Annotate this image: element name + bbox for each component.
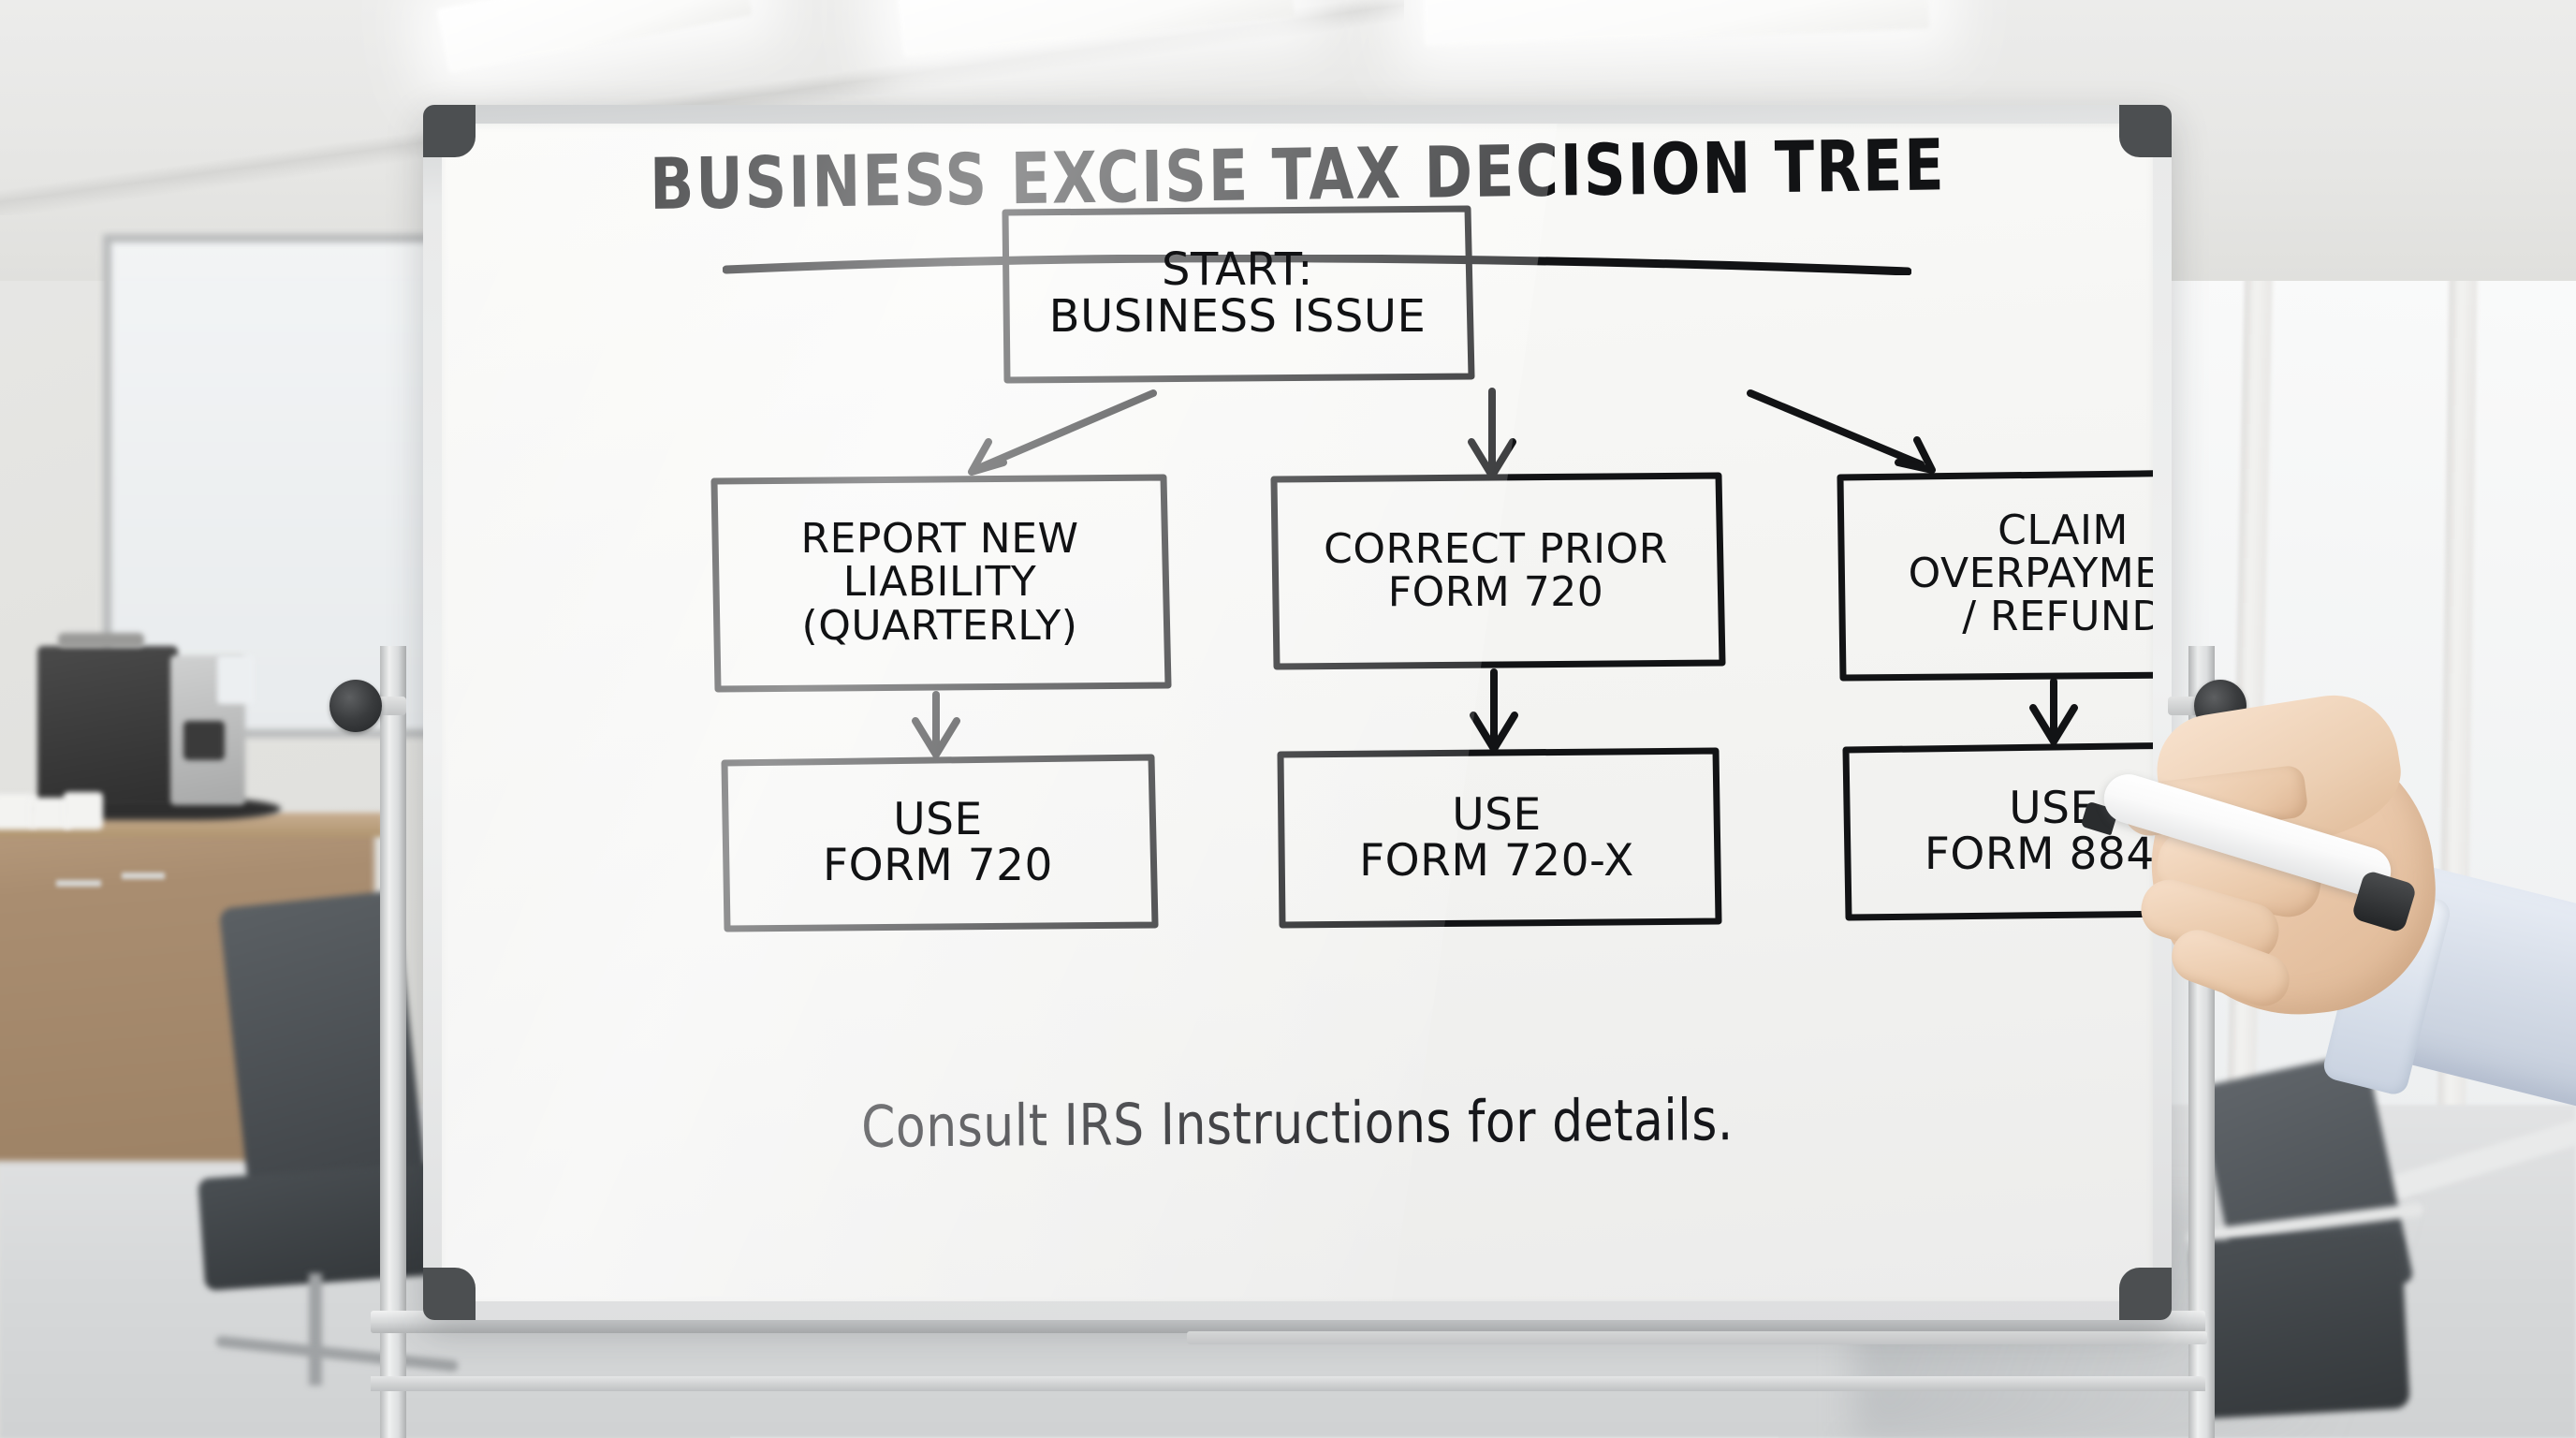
stand-crossbar	[371, 1376, 2205, 1391]
node-result-label: USE FORM 720-X	[1359, 788, 1634, 887]
node-result-label: USE FORM 8849	[1924, 782, 2153, 880]
coffee-cup	[0, 794, 36, 829]
node-result-form-720-x[interactable]: USE FORM 720-X	[1277, 747, 1722, 929]
office-chair-right-seat	[2190, 1230, 2410, 1419]
whiteboard[interactable]: BUSINESS EXCISE TAX DECISION TREE START:…	[423, 105, 2172, 1320]
node-branch-correct-prior-form-720[interactable]: CORRECT PRIOR FORM 720	[1270, 472, 1726, 670]
node-branch-claim-overpayment-refund[interactable]: CLAIM OVERPAYMENT / REFUND	[1837, 470, 2153, 682]
node-border	[1842, 742, 2153, 921]
node-result-label: USE FORM 720	[823, 793, 1053, 891]
node-branch-label: CLAIM OVERPAYMENT / REFUND	[1908, 506, 2153, 641]
marker-tray-lip	[1187, 1331, 2207, 1344]
whiteboard-surface[interactable]: BUSINESS EXCISE TAX DECISION TREE START:…	[442, 124, 2153, 1301]
hand-with-marker	[2080, 655, 2576, 1180]
node-result-form-720[interactable]: USE FORM 720	[721, 754, 1159, 932]
decision-tree-diagram: BUSINESS EXCISE TAX DECISION TREE START:…	[442, 124, 2153, 1301]
stand-adjuster-knob-left[interactable]	[329, 680, 382, 732]
office-chair-left-seat	[198, 1162, 448, 1291]
node-border	[1837, 470, 2153, 682]
coffee-machine-top	[58, 633, 144, 648]
stand-adjuster-stub	[2168, 697, 2200, 715]
node-branch-label: REPORT NEW LIABILITY (QUARTERLY)	[800, 515, 1079, 650]
node-result-form-8849[interactable]: USE FORM 8849	[1842, 742, 2153, 921]
node-branch-label: CORRECT PRIOR FORM 720	[1324, 524, 1668, 616]
node-start[interactable]: START: BUSINESS ISSUE	[1002, 205, 1475, 384]
whiteboard-corner-cap	[423, 1268, 476, 1320]
footer-note: Consult IRS Instructions for details.	[860, 1087, 1734, 1162]
whiteboard-corner-cap	[2119, 105, 2172, 157]
credenza-handle	[122, 873, 165, 879]
whiteboard-corner-cap	[2119, 1268, 2172, 1320]
node-start-label: START: BUSINESS ISSUE	[1048, 242, 1427, 343]
whiteboard-corner-cap	[423, 105, 476, 157]
whiteboard-stand-post-left	[380, 646, 406, 1438]
coffee-machine	[37, 646, 178, 805]
coffee-cup	[64, 792, 103, 829]
coffee-machine-spout	[183, 721, 225, 760]
stand-adjuster-stub	[374, 697, 406, 715]
credenza-handle	[56, 880, 101, 887]
diagram-title-area: BUSINESS EXCISE TAX DECISION TREE	[442, 124, 2153, 226]
node-branch-report-new-liability[interactable]: REPORT NEW LIABILITY (QUARTERLY)	[710, 474, 1172, 693]
office-chair-left-base	[309, 1273, 322, 1386]
coffee-machine-screen	[217, 655, 255, 704]
